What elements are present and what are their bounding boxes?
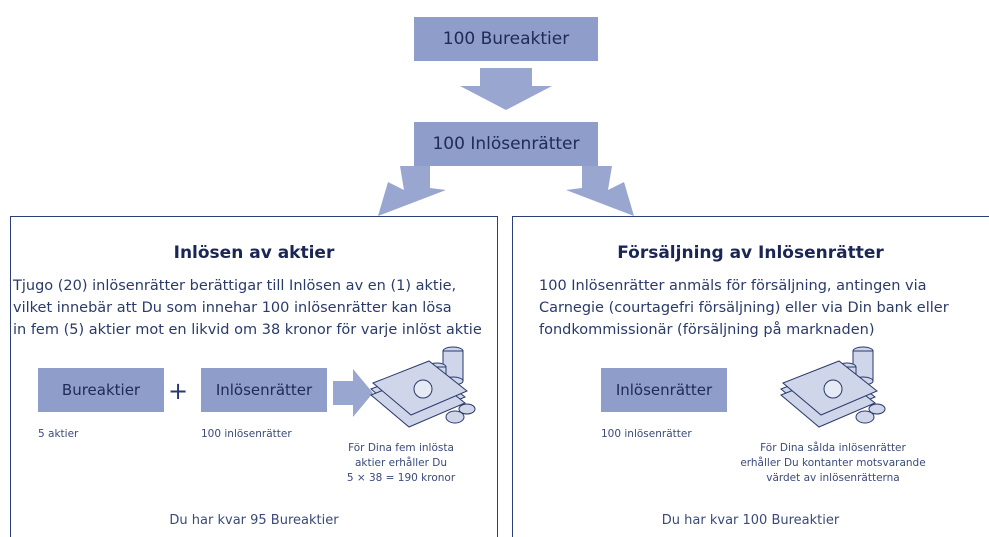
bureaktier-box-label: Bureaktier (61, 381, 141, 399)
caption-line: För Dina fem inlösta (348, 442, 454, 454)
body-line: Tjugo (20) inlösenrätter berättigar till… (13, 278, 457, 294)
caption-line: erhåller Du kontanter motsvarande (740, 457, 926, 469)
left-footer: Du har kvar 95 Bureaktier (169, 513, 339, 528)
money-pile-icon (780, 346, 886, 428)
plus-sign: + (168, 377, 189, 405)
middle-box: 100 Inlösenrätter (414, 122, 598, 166)
inlosenratter-box-right: Inlösenrätter (601, 368, 727, 412)
inlosenratter-box-left: Inlösenrätter (201, 368, 327, 412)
bureaktier-box: Bureaktier (38, 368, 164, 412)
left-panel-body: Tjugo (20) inlösenrätter berättigar till… (13, 275, 497, 341)
body-line: Carnegie (courtagefri försäljning) eller… (539, 300, 949, 316)
right-arrow-icon (333, 369, 373, 417)
inlosenratter-caption-left: 100 inlösenrätter (201, 428, 292, 440)
body-line: vilket innebär att Du som innehar 100 in… (13, 300, 452, 316)
top-box: 100 Bureaktier (414, 17, 598, 61)
caption-line: värdet av inlösenrätterna (766, 472, 900, 484)
inlosenratter-caption-right: 100 inlösenrätter (601, 428, 692, 440)
money-caption-right: För Dina sålda inlösenrätter erhåller Du… (733, 441, 933, 486)
inlosenratter-box-label: Inlösenrätter (215, 381, 313, 399)
top-box-label: 100 Bureaktier (442, 29, 570, 49)
right-footer: Du har kvar 100 Bureaktier (661, 513, 840, 528)
right-panel-title: Försäljning av Inlösenrätter (617, 243, 884, 263)
bureaktier-caption: 5 aktier (38, 428, 79, 440)
right-panel-body: 100 Inlösenrätter anmäls för försäljning… (539, 275, 979, 341)
body-line: fondkommissionär (försäljning på marknad… (539, 322, 875, 338)
body-line: in fem (5) aktier mot en likvid om 38 kr… (13, 322, 482, 338)
left-panel: Inlösen av aktier Tjugo (20) inlösenrätt… (10, 216, 498, 537)
caption-line: aktier erhåller Du (354, 457, 448, 469)
body-line: 100 Inlösenrätter anmäls för försäljning… (539, 278, 927, 294)
caption-line: 5 × 38 = 190 kronor (346, 472, 456, 484)
inlosenratter-box-label: Inlösenrätter (615, 381, 713, 399)
money-caption-left: För Dina fem inlösta aktier erhåller Du … (321, 441, 481, 486)
middle-box-label: 100 Inlösenrätter (432, 134, 580, 154)
left-panel-title: Inlösen av aktier (173, 243, 335, 263)
money-pile-icon (370, 346, 476, 428)
caption-line: För Dina sålda inlösenrätter (760, 442, 906, 454)
right-panel: Försäljning av Inlösenrätter 100 Inlösen… (512, 216, 989, 537)
